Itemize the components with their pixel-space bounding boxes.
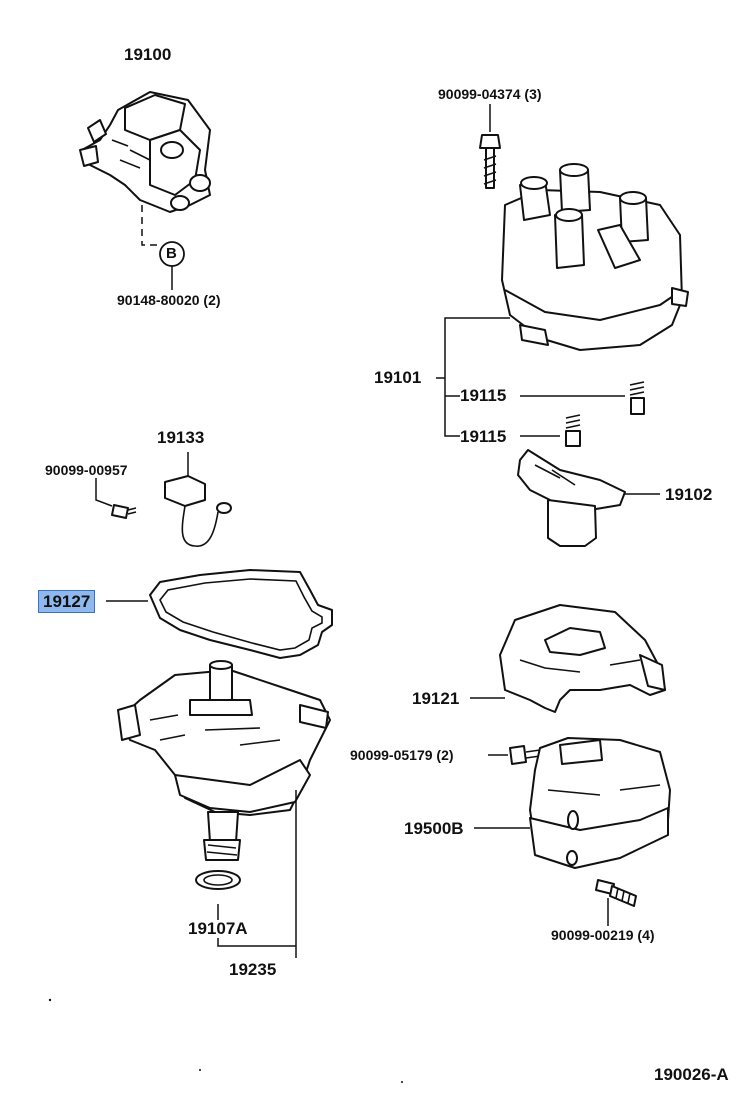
- bolt-90099-04374-drawing: [479, 104, 501, 189]
- label-19107a[interactable]: 19107A: [188, 919, 248, 938]
- label-19133[interactable]: 19133: [157, 428, 205, 447]
- label-19102[interactable]: 19102: [665, 485, 713, 504]
- spring-19115-top-drawing: [629, 381, 645, 415]
- o-ring-19107a-drawing: [195, 870, 241, 890]
- label-19115-bottom[interactable]: 19115: [460, 427, 507, 446]
- sensor-19133-drawing: [164, 452, 232, 547]
- marker-b-label: B: [166, 245, 177, 262]
- distributor-assembly-drawing: [79, 91, 211, 246]
- cover-19121-drawing: [499, 604, 666, 713]
- label-90099-05179[interactable]: 90099-05179 (2): [350, 747, 454, 763]
- rotor-drawing: [517, 449, 626, 547]
- screw-90099-00957-drawing: [95, 478, 137, 519]
- label-19121[interactable]: 19121: [412, 689, 460, 708]
- gasket-19127-drawing: [149, 569, 333, 659]
- label-19500b[interactable]: 19500B: [404, 819, 464, 838]
- label-90099-00219[interactable]: 90099-00219 (4): [551, 927, 655, 943]
- spring-19115-bottom-drawing: [565, 414, 581, 447]
- housing-drawing: [117, 660, 331, 861]
- distributor-cap-drawing: [501, 163, 689, 351]
- label-19101[interactable]: 19101: [374, 368, 422, 387]
- label-19127[interactable]: 19127: [38, 590, 96, 613]
- screw-90099-05179-drawing: [488, 745, 541, 765]
- bolt-90099-00219-drawing: [595, 879, 637, 926]
- bracket-19101: [436, 317, 510, 437]
- label-19100[interactable]: 19100: [124, 45, 172, 64]
- diagram-code: 190026-A: [654, 1065, 729, 1084]
- label-19115-top[interactable]: 19115: [460, 386, 507, 405]
- label-90148-80020[interactable]: 90148-80020 (2): [117, 292, 221, 308]
- base-19500b-drawing: [529, 737, 671, 869]
- label-19235[interactable]: 19235: [229, 960, 277, 979]
- label-90099-04374[interactable]: 90099-04374 (3): [438, 86, 542, 102]
- bracket-19235: [217, 790, 297, 958]
- label-90099-00957[interactable]: 90099-00957: [45, 462, 128, 478]
